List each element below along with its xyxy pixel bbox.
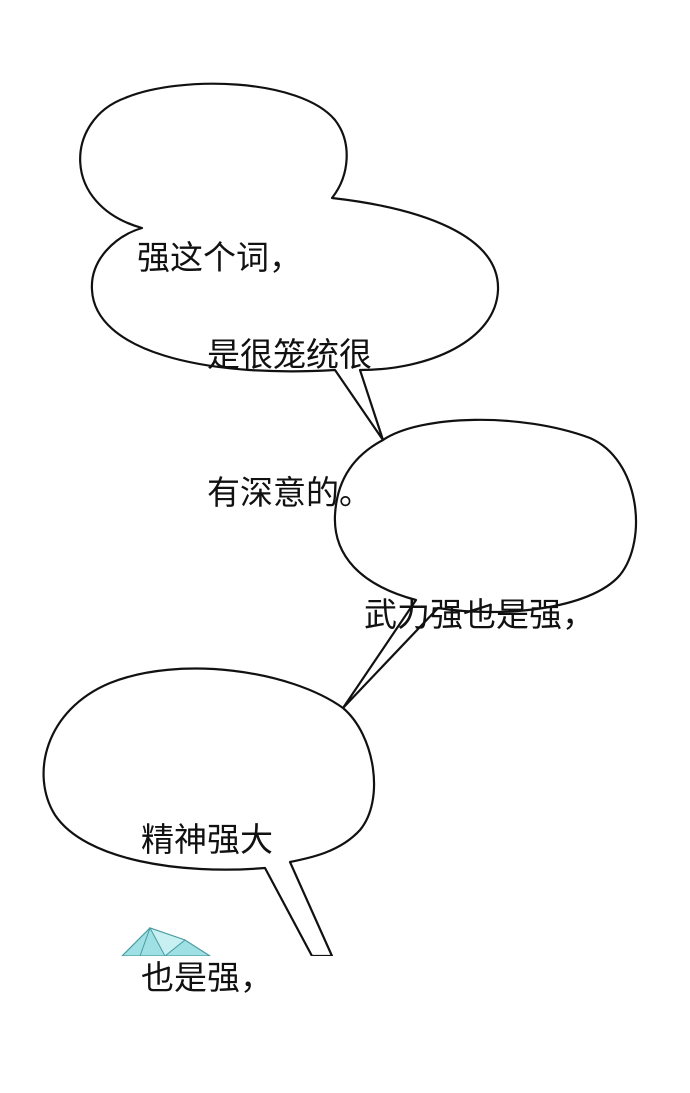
speech-bubble-1-text-line-3: 有深意的。 xyxy=(207,473,372,512)
speech-bubble-1-text-line-2: 是很笼统很 xyxy=(207,335,372,374)
speech-bubble-2-text: 武力强也是强， xyxy=(364,500,595,730)
speech-bubble-2-text-line-1: 武力强也是强， xyxy=(364,595,595,634)
speech-bubble-1-shape xyxy=(79,82,500,442)
comic-panel: 强这个词， 是很笼统很 有深意的。 武力强也是强， 精神强大 也是强， xyxy=(42,82,638,997)
crystal-fragment-icon xyxy=(121,927,212,956)
speech-bubble-3-text-line-2: 也是强， xyxy=(141,958,273,997)
speech-bubble-1-text-lines: 是很笼统很 有深意的。 xyxy=(207,240,372,608)
speech-bubble-1-text-line-1: 强这个词， xyxy=(137,238,302,277)
speech-bubble-3-shape xyxy=(42,667,376,956)
speech-bubble-artwork xyxy=(42,82,638,956)
speech-bubble-3-text-line-1: 精神强大 xyxy=(141,820,273,859)
speech-bubble-2-shape xyxy=(333,418,638,710)
speech-bubble-3-text: 精神强大 也是强， xyxy=(141,725,273,1093)
